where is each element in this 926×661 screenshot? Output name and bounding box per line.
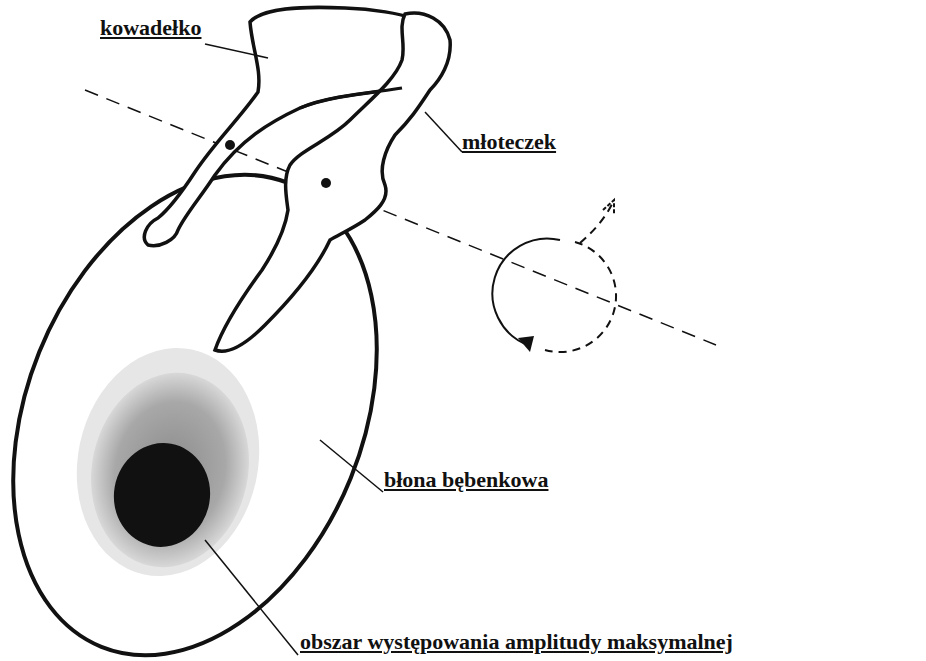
pivot-dot: [225, 140, 235, 150]
rotation-arrow-solid: [492, 239, 560, 345]
leader-line: [205, 44, 268, 58]
arrowhead: [603, 200, 614, 215]
part-label: błona bębenkowa: [384, 468, 548, 492]
shading: [56, 331, 280, 593]
arrowhead: [518, 336, 534, 352]
region-label: obszar występowania amplitudy maksymalne…: [300, 630, 733, 654]
outer-halo: [56, 331, 280, 593]
leader-line: [320, 440, 383, 492]
ossicle-joint: [300, 88, 402, 108]
malleus: [215, 13, 450, 351]
amplitude-zone: [73, 358, 266, 582]
pivot-dot: [321, 178, 331, 188]
part-label: młoteczek: [462, 130, 556, 154]
part-label: kowadełko: [100, 16, 201, 40]
max-amplitude-zone: [106, 435, 219, 554]
leader-line: [205, 540, 298, 655]
leader-line: [425, 112, 462, 152]
rotation-arrow-dashed: [545, 242, 616, 352]
rotation-arrow-dashed: [580, 204, 612, 243]
